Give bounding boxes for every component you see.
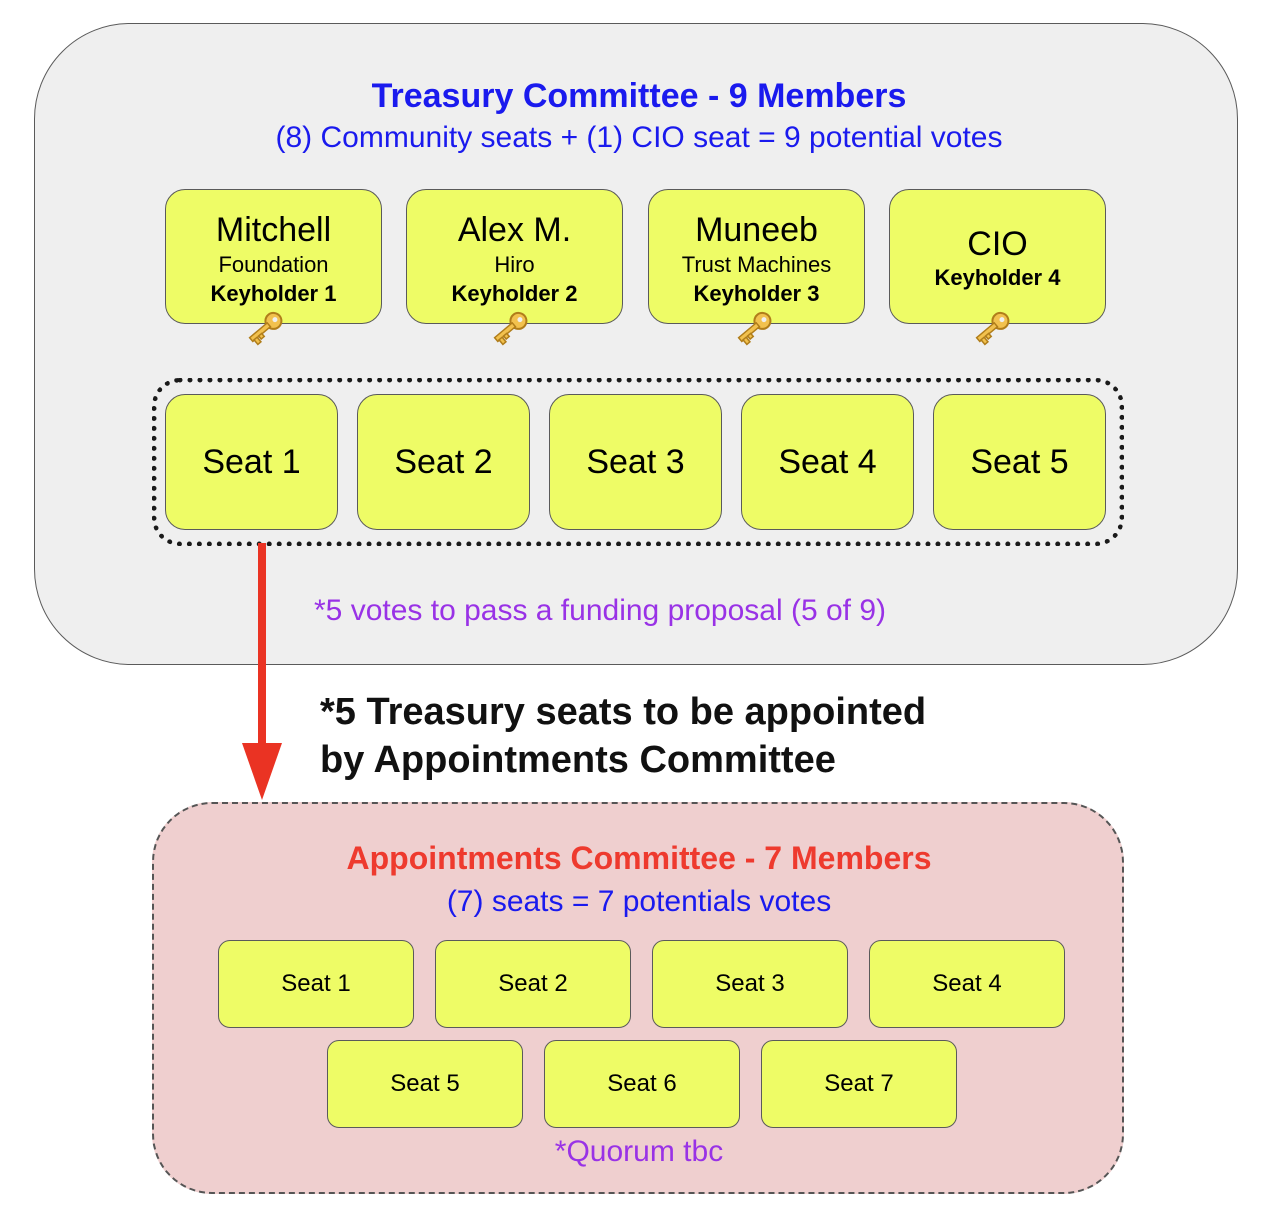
votes-to-pass-note: *5 votes to pass a funding proposal (5 o… [314,594,887,627]
appointment-note-line-2: by Appointments Committee [320,739,836,781]
keyholder-org: Trust Machines [681,252,832,277]
key-icon [737,311,772,346]
keyholder-org: Foundation [218,252,329,277]
appointments-seat-1: Seat 1 [218,940,414,1028]
appointments-committee-subtitle: (7) seats = 7 potentials votes [446,885,832,918]
treasury-seat-4: Seat 4 [741,394,914,530]
treasury-seat-group [152,378,1124,546]
treasury-seat-3: Seat 3 [549,394,722,530]
key-icon [248,311,283,346]
treasury-committee-subtitle: (8) Community seats + (1) CIO seat = 9 p… [275,121,1003,154]
key-icon [493,311,528,346]
keyholder-card-4: CIO Keyholder 4 [889,189,1106,324]
appointments-seat-4: Seat 4 [869,940,1065,1028]
keyholder-card-2: Alex M. Hiro Keyholder 2 [406,189,623,324]
down-arrow-icon [242,543,282,800]
treasury-committee-box [34,23,1238,665]
keyholder-name: Muneeb [695,211,818,249]
appointment-note: *5 Treasury seats to be appointed by App… [320,688,926,784]
keyholder-name: CIO [967,225,1028,263]
appointments-seat-3: Seat 3 [652,940,848,1028]
appointments-committee-title: Appointments Committee - 7 Members [346,840,932,876]
key-icon [975,311,1010,346]
appointments-seat-6: Seat 6 [544,1040,740,1128]
treasury-committee-title: Treasury Committee - 9 Members [371,77,907,115]
appointments-seat-7: Seat 7 [761,1040,957,1128]
treasury-seat-5: Seat 5 [933,394,1106,530]
keyholder-role: Keyholder 2 [451,281,578,306]
keyholder-org: Hiro [494,252,535,277]
keyholder-card-1: Mitchell Foundation Keyholder 1 [165,189,382,324]
keyholder-name: Alex M. [457,211,572,249]
keyholder-role: Keyholder 3 [693,281,820,306]
quorum-note: *Quorum tbc [554,1135,724,1168]
appointments-seat-2: Seat 2 [435,940,631,1028]
treasury-seat-2: Seat 2 [357,394,530,530]
treasury-seat-1: Seat 1 [165,394,338,530]
appointment-note-line-1: *5 Treasury seats to be appointed [320,691,927,733]
appointments-seat-5: Seat 5 [327,1040,523,1128]
keyholder-name: Mitchell [215,211,332,249]
keyholder-card-3: Muneeb Trust Machines Keyholder 3 [648,189,865,324]
keyholder-role: Keyholder 1 [210,281,337,306]
keyholder-role: Keyholder 4 [934,265,1061,290]
